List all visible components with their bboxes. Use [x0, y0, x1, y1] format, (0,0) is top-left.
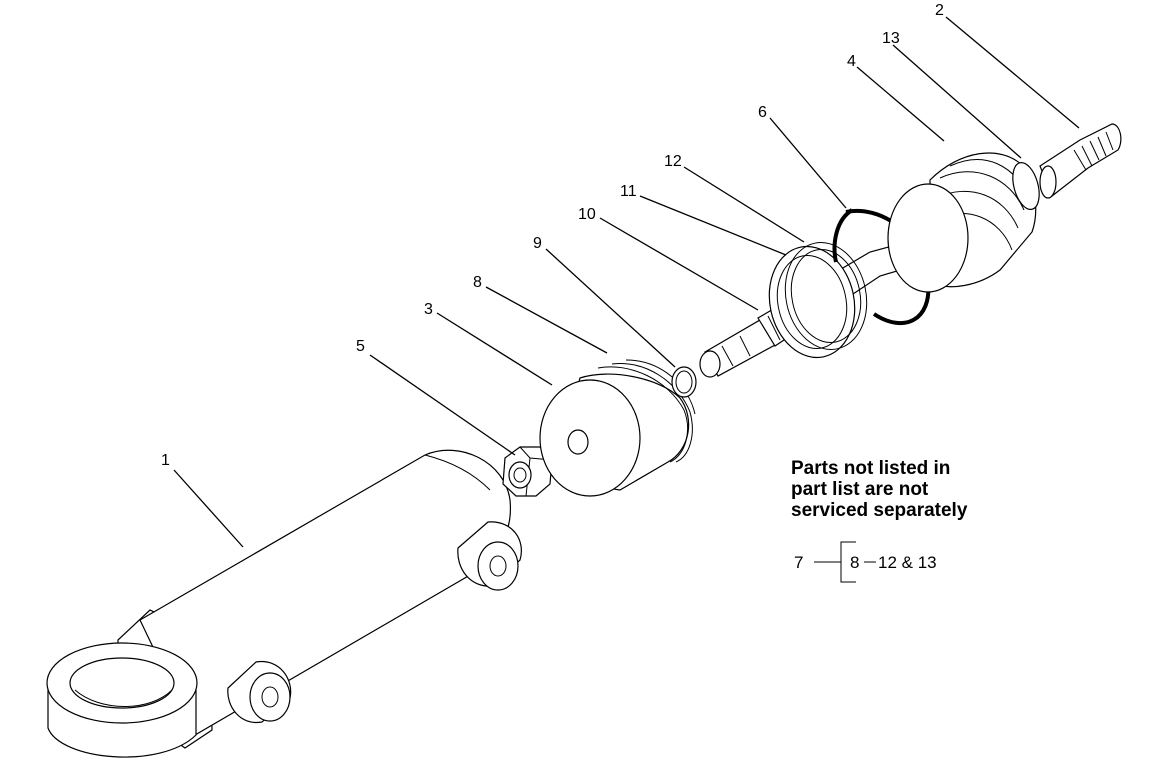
service-note: Parts not listed in part list are not se…	[791, 458, 968, 521]
kit-bracket: 7 8 12 & 13	[794, 541, 937, 583]
leader-3	[436, 312, 553, 386]
part-4-gland	[887, 152, 1037, 293]
kit-range-numbers: 12 & 13	[878, 553, 937, 572]
kit-parent-number: 7	[794, 553, 803, 572]
part-1-cylinder-body	[46, 449, 522, 758]
leader-5	[369, 354, 516, 456]
leader-9	[545, 248, 676, 368]
kit-child-number: 8	[850, 553, 859, 572]
leader-11	[639, 195, 787, 256]
part-12-seal	[784, 242, 868, 350]
leader-8	[485, 286, 608, 354]
part-9-o-ring	[671, 366, 697, 398]
leader-10	[599, 217, 759, 311]
callout-1: 1	[161, 452, 170, 469]
leader-4	[856, 66, 945, 142]
leader-1	[173, 469, 244, 548]
leader-12	[683, 166, 805, 243]
callout-11: 11	[620, 183, 637, 200]
callout-4: 4	[847, 53, 856, 70]
callout-10: 10	[578, 206, 596, 223]
note-line-3: serviced separately	[791, 500, 968, 521]
part-3-piston	[539, 359, 696, 497]
leader-6	[769, 117, 847, 209]
leader-2	[945, 16, 1080, 129]
callout-6: 6	[758, 104, 767, 121]
leader-lines	[173, 16, 1080, 548]
note-line-1: Parts not listed in	[791, 458, 950, 479]
callout-13: 13	[882, 30, 900, 47]
callout-5: 5	[356, 338, 365, 355]
callout-12: 12	[664, 153, 682, 170]
part-13-wiper	[1012, 162, 1040, 210]
callout-9: 9	[533, 235, 542, 252]
leader-13	[892, 44, 1022, 159]
callout-numbers: 1 5 3 8 9 10 11 12 6 4 13 2	[161, 2, 944, 469]
callout-8: 8	[473, 274, 482, 291]
part-5-nut	[502, 446, 553, 497]
note-line-2: part list are not	[791, 479, 929, 500]
callout-2: 2	[935, 2, 944, 19]
callout-3: 3	[424, 301, 433, 318]
part-2-rod-end	[1039, 123, 1122, 199]
